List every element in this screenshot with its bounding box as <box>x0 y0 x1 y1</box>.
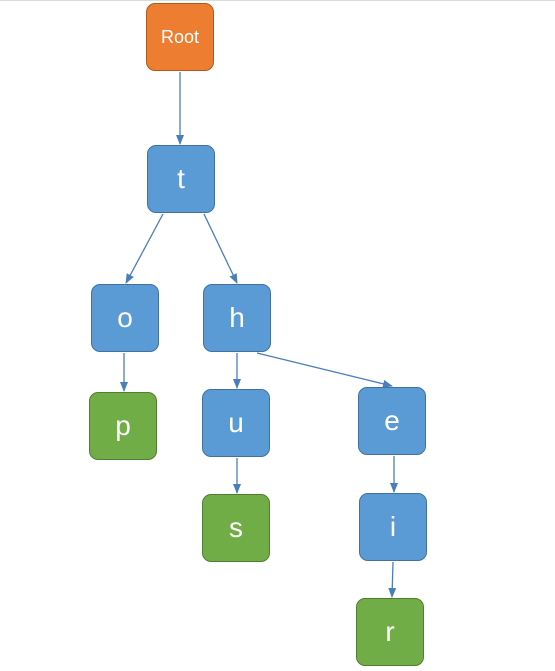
trie-node-e: e <box>358 387 426 455</box>
trie-node-root: Root <box>146 3 214 71</box>
trie-node-o: o <box>91 284 159 352</box>
trie-node-r: r <box>356 598 424 666</box>
trie-node-h: h <box>203 284 271 352</box>
top-border-line <box>0 0 555 1</box>
trie-node-p: p <box>89 392 157 460</box>
edge-t-to-o <box>125 213 164 284</box>
trie-node-u: u <box>202 389 270 457</box>
trie-node-t: t <box>147 145 215 213</box>
edge-h-to-e <box>256 352 393 388</box>
edge-i-to-r <box>388 561 397 598</box>
trie-node-i: i <box>359 493 427 561</box>
trie-node-s: s <box>202 494 270 562</box>
edge-t-to-h <box>203 213 238 284</box>
